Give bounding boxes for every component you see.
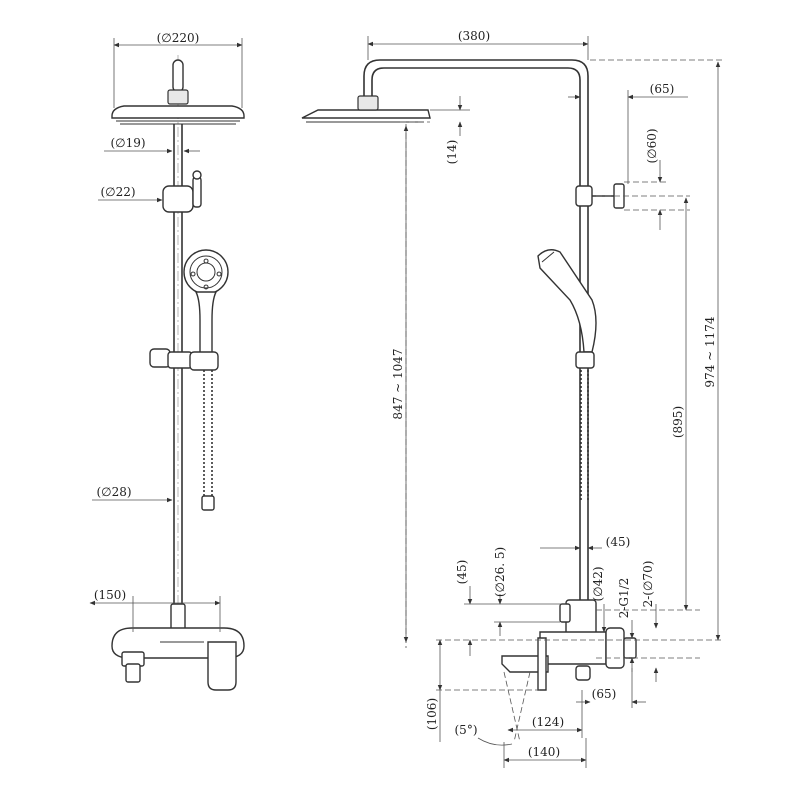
dim-spout-height: (106) (425, 698, 439, 730)
side-spout-projection (503, 671, 531, 743)
dim-holder-diameter: (∅22) (100, 185, 135, 199)
front-slide-holder (149, 348, 219, 371)
dim-handle-reach: (140) (528, 745, 560, 759)
side-overhead-shower-head (301, 95, 431, 123)
dim-connector-diameter: (∅26. 5) (493, 547, 507, 597)
dim-riser-length: (895) (671, 406, 685, 438)
dim-head-height: 847 ~ 1047 (391, 348, 405, 419)
side-hose (580, 370, 589, 500)
side-dimensions (367, 36, 721, 768)
front-hose (201, 370, 215, 511)
dim-spout-reach: (124) (532, 715, 564, 729)
dim-bracket-diameter: (∅60) (645, 128, 659, 163)
dim-head-thickness: (14) (445, 140, 459, 165)
dim-top-pipe-diameter: (∅19) (110, 136, 145, 150)
front-hand-shower (183, 249, 229, 357)
side-mixer-valve (501, 599, 637, 691)
dim-inlet-centers: (150) (94, 588, 126, 602)
dim-body-diameter: (∅42) (591, 566, 605, 601)
dim-total-height: 974 ~ 1174 (703, 316, 717, 387)
side-hand-shower (537, 249, 597, 369)
dim-arm-reach: (380) (458, 29, 490, 43)
side-shower-arm (363, 59, 589, 186)
dim-inlet-thread: 2-G1/2 (617, 578, 631, 619)
dim-overhead-diameter: (∅220) (157, 31, 200, 45)
dim-riser-diameter: (∅28) (96, 485, 131, 499)
front-holder-clamp (162, 170, 202, 213)
front-mixer-valve (111, 603, 245, 691)
dim-valve-height: (45) (455, 560, 469, 585)
dim-eccentric-offset: (65) (592, 687, 617, 701)
dim-flange-diameter: 2-(∅70) (641, 561, 655, 608)
dim-valve-offset: (45) (606, 535, 631, 549)
dim-wall-offset: (65) (650, 82, 675, 96)
side-view: (380) (65) (14) (∅60) 847 ~ 1047 974 ~ 1… (301, 29, 722, 768)
front-view: (∅220) (∅19) (∅22) (∅28) (150) (89, 31, 245, 691)
dim-spout-angle: (5°) (455, 723, 478, 737)
front-top-pipe (167, 59, 189, 105)
front-dimensions (89, 38, 243, 632)
front-overhead-shower-head (111, 105, 245, 125)
